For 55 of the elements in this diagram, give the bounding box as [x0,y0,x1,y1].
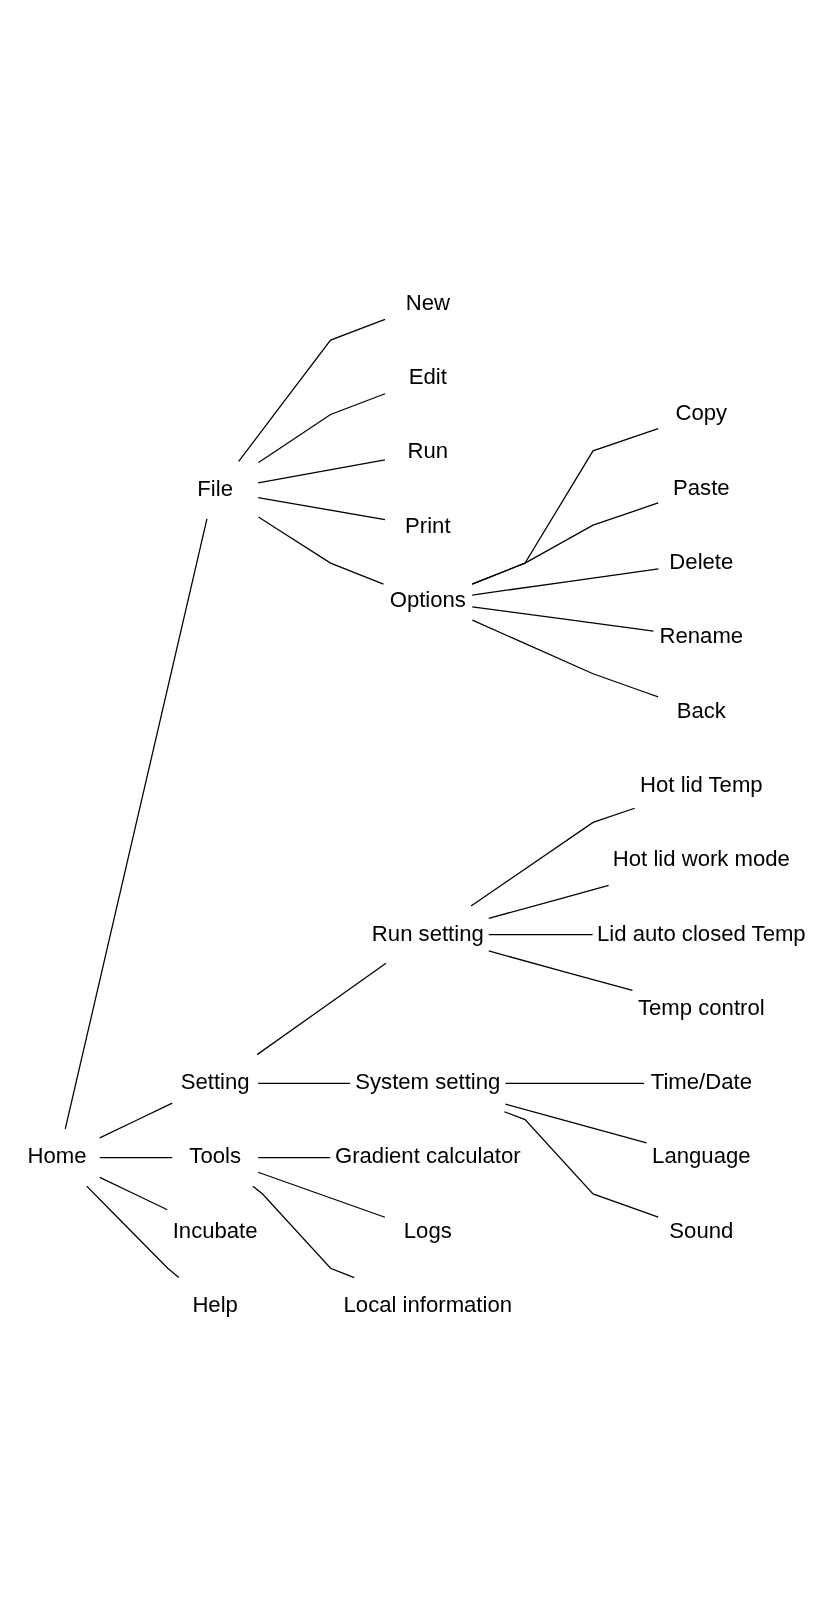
connector [488,950,634,992]
connector [238,318,386,462]
connector [503,1111,659,1218]
connector [471,568,660,596]
connector [471,619,659,698]
connector [99,1176,168,1211]
node-text: Back [676,697,726,723]
node-text: Setting [180,1069,250,1095]
node-text: Logs [403,1217,452,1243]
connector [471,606,655,632]
node-text: Gradient calculator [334,1143,521,1169]
node-text: Tools [189,1143,241,1169]
node-text: System setting [355,1069,501,1095]
node-text: Lid auto closed Temp [597,920,806,946]
connector [257,1156,331,1159]
node-text: Incubate [172,1217,258,1243]
connector [99,1156,173,1159]
node-text: Help [192,1292,238,1318]
node-text: Local information [343,1292,513,1318]
node-text: Delete [669,548,734,574]
node-text: Run setting [371,920,484,946]
connector [64,518,208,1130]
node-text: Rename [659,623,744,649]
node-text: Hot lid work mode [612,846,790,872]
connector [257,1171,386,1218]
node-text: Home [27,1143,87,1169]
connector [257,516,385,585]
node-text: Print [405,512,451,538]
connector [504,1082,645,1084]
node-text: New [405,289,450,315]
connector [256,962,387,1056]
connector [488,934,594,936]
node-text: Sound [669,1217,734,1243]
connector [257,459,386,484]
connector [252,1185,355,1279]
node-text: Copy [675,400,728,426]
node-text: File [197,476,233,502]
connector [504,1103,648,1144]
connector [257,393,386,464]
connector [257,1082,351,1084]
connector [488,884,610,919]
node-text: Hot lid Temp [640,771,763,797]
connector [471,502,659,585]
node-text: Paste [673,474,730,500]
node-text: Time/Date [650,1069,752,1095]
node-text: Run [407,438,449,464]
connector [471,428,659,585]
node-text: Language [652,1143,751,1169]
node-text: Edit [408,363,447,389]
connector [99,1102,173,1139]
connector [86,1185,180,1279]
connector [257,496,386,521]
node-text: Options [389,586,466,612]
connector [470,807,636,907]
node-text: Temp control [638,994,765,1020]
